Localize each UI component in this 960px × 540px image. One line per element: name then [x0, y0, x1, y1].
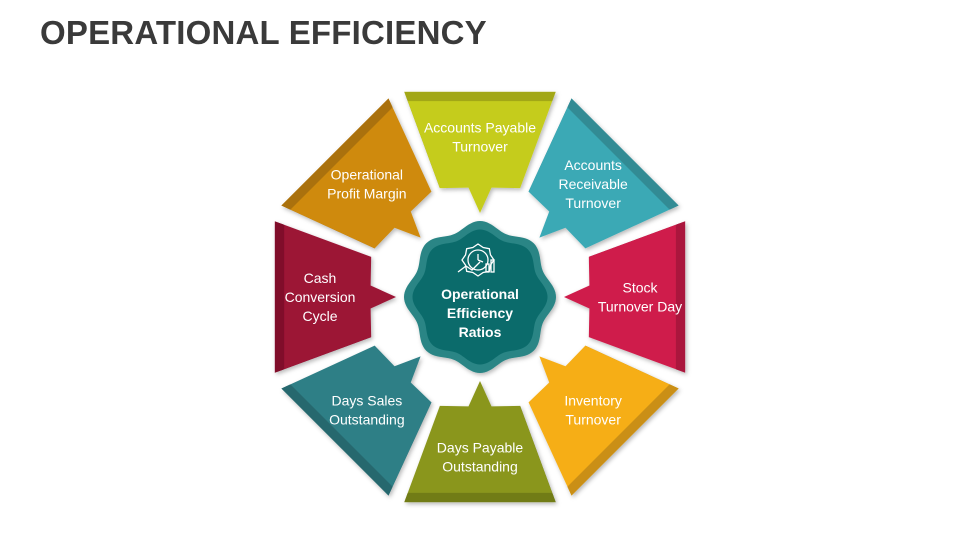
segment-label-line: Profit Margin [327, 185, 406, 201]
segment-shape [404, 91, 556, 213]
segment-label-line: Outstanding [442, 459, 518, 475]
segment-label-line: Accounts Payable [424, 120, 536, 136]
segment-label-line: Days Payable [437, 440, 524, 456]
segment-label-line: Turnover [452, 139, 508, 155]
segment-label-line: Receivable [559, 176, 628, 192]
segment-label-line: Cash [304, 270, 337, 286]
segment-label-line: Stock [622, 280, 658, 296]
center-label-line: Operational [441, 286, 519, 302]
segment-rim [567, 384, 679, 496]
segment-label-line: Outstanding [329, 412, 405, 428]
segment-shape [274, 221, 396, 373]
segment-label-line: Operational [331, 166, 403, 182]
segment-label-line: Turnover Day [598, 299, 682, 315]
page-title: OPERATIONAL EFFICIENCY [40, 14, 487, 51]
segment-label-line: Accounts [564, 157, 622, 173]
segment-label-line: Turnover [565, 412, 621, 428]
segment-shape [281, 98, 432, 249]
segment-label-line: Turnover [565, 195, 621, 211]
segment-label-line: Cycle [302, 308, 337, 324]
segment-shape [528, 345, 679, 496]
segment-rim [567, 98, 679, 210]
segment-label-line: Days Sales [331, 393, 402, 409]
segment-rim [675, 221, 686, 373]
segment-label-line: Inventory [564, 393, 622, 409]
segment-shape [281, 345, 432, 496]
segment-rim [281, 98, 393, 210]
segment-rim [281, 384, 393, 496]
segment-rim [404, 492, 556, 503]
segment-rim [274, 221, 285, 373]
segment-rim [404, 91, 556, 102]
center-label-line: Ratios [459, 324, 502, 340]
center-hub-inner [412, 229, 548, 365]
segment-shape [404, 381, 556, 503]
segment-shape [564, 221, 686, 373]
center-label-line: Efficiency [447, 305, 513, 321]
segment-shape [528, 98, 679, 249]
segment-label-line: Conversion [285, 289, 356, 305]
gear-clock-chart-icon [457, 243, 495, 277]
